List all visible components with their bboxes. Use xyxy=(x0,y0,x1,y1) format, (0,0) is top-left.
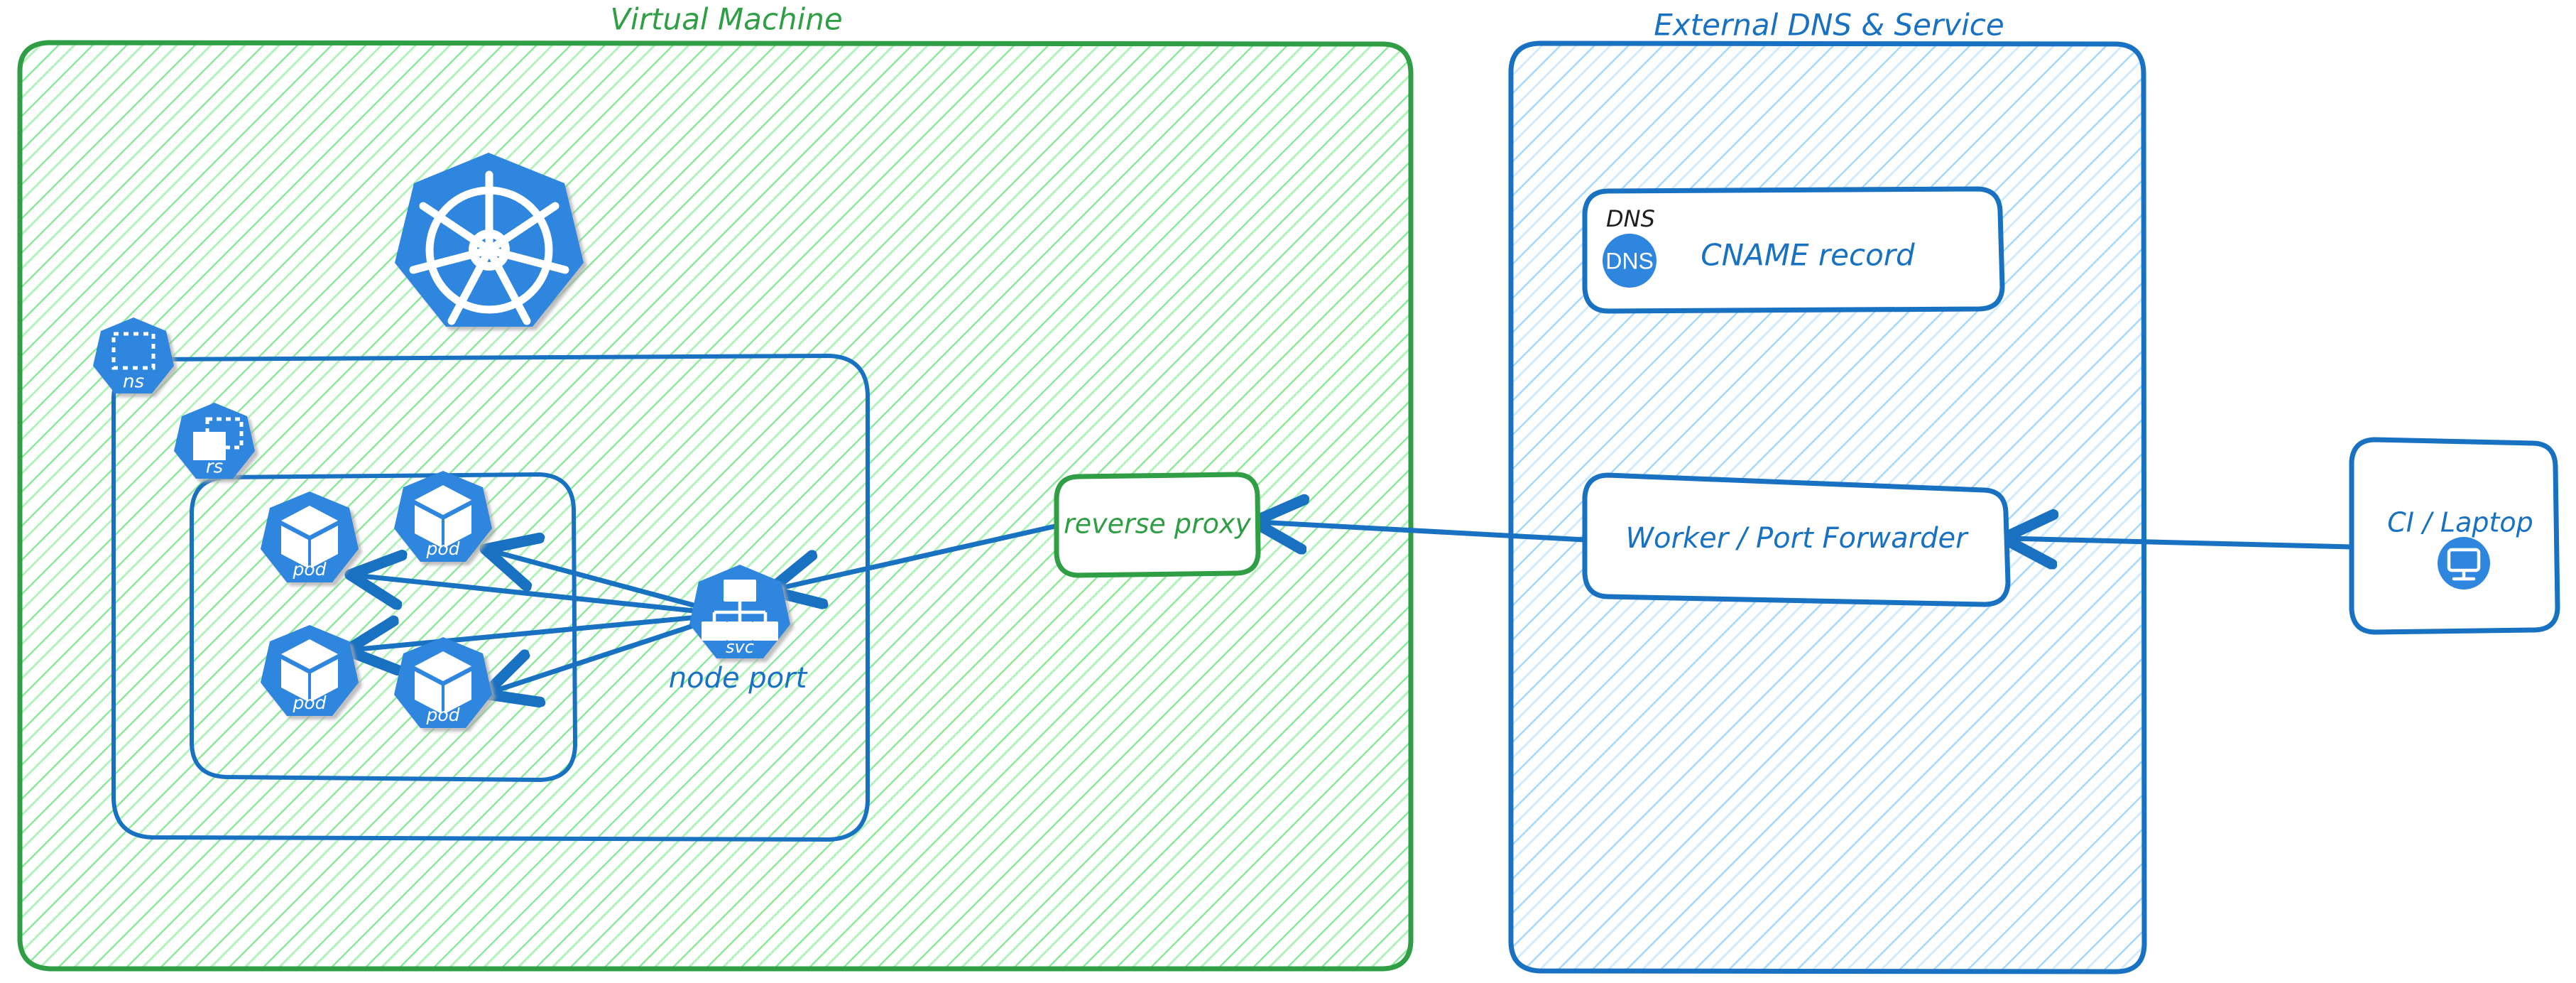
desktop-monitor-icon xyxy=(2438,537,2490,590)
pod-icon-1: pod xyxy=(261,492,359,582)
pod-icon-2: pod xyxy=(394,471,492,562)
dns-badge-icon xyxy=(1603,234,1657,288)
worker-label: Worker / Port Forwarder xyxy=(1625,522,1969,555)
edge-worker-to-reverse-proxy xyxy=(1258,522,1588,540)
panel-title-virtual-machine: Virtual Machine xyxy=(610,2,842,37)
client-box[interactable]: CI / Laptop xyxy=(2349,437,2560,635)
cname-record-label: CNAME record xyxy=(1701,238,1915,273)
pod-label-1: pod xyxy=(292,559,326,580)
reverse-proxy-label: reverse proxy xyxy=(1064,509,1251,540)
reverse-proxy-box[interactable]: reverse proxy xyxy=(1054,472,1261,578)
dns-card[interactable]: DNS DNS CNAME record xyxy=(1582,186,2005,314)
namespace-icon: ns xyxy=(93,317,174,393)
pod-label-2: pod xyxy=(425,538,459,559)
replicaset-icon: rs xyxy=(174,403,255,479)
pod-icon-4: pod xyxy=(394,637,492,728)
panel-virtual-machine[interactable] xyxy=(17,40,1414,972)
dns-card-header: DNS xyxy=(1606,205,1655,232)
edge-service-to-pods xyxy=(351,550,731,693)
client-label: CI / Laptop xyxy=(2387,507,2533,538)
service-label: svc xyxy=(726,637,754,657)
worker-port-forwarder-box[interactable]: Worker / Port Forwarder xyxy=(1582,472,2011,607)
edge-client-to-worker xyxy=(2008,538,2354,547)
pod-label-3: pod xyxy=(292,693,326,713)
pod-label-4: pod xyxy=(425,705,459,725)
replicaset-label: rs xyxy=(206,457,223,478)
kubernetes-wheel-icon xyxy=(395,153,584,327)
service-icon: svc xyxy=(689,565,790,658)
namespace-label: ns xyxy=(123,371,144,393)
dns-badge-label: DNS xyxy=(1605,248,1654,273)
replicaset-container-box[interactable] xyxy=(190,472,577,782)
node-port-caption: node port xyxy=(669,662,808,695)
panel-title-external: External DNS & Service xyxy=(1654,8,2004,43)
edge-reverse-proxy-to-service xyxy=(774,523,1061,590)
pod-icon-3: pod xyxy=(261,625,359,716)
